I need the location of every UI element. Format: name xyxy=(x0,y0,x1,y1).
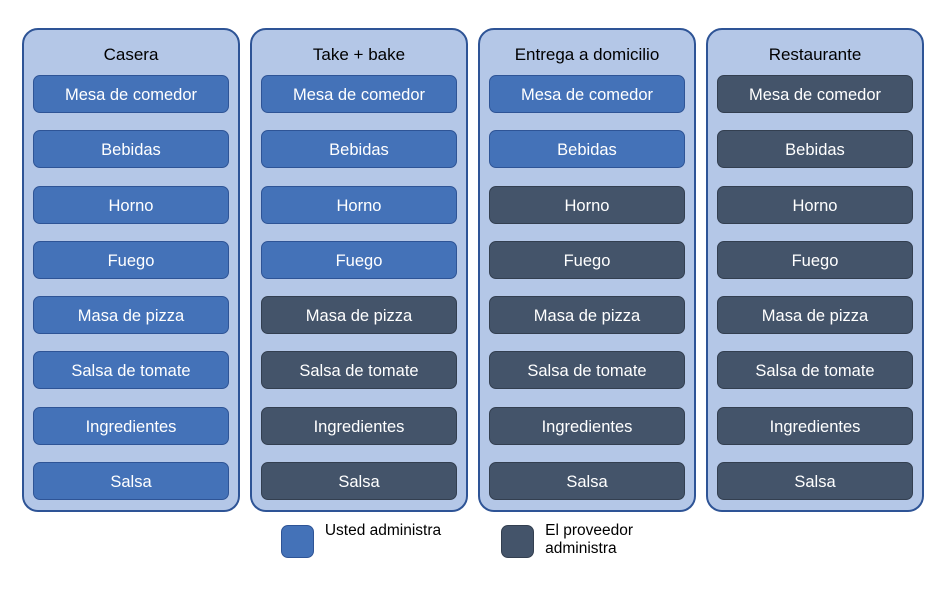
stack-layer-cell: Bebidas xyxy=(489,130,685,169)
stack-layer-cell: Mesa de comedor xyxy=(717,75,913,113)
panel-title: Take + bake xyxy=(312,45,406,64)
legend-label: Usted administra xyxy=(324,522,442,539)
stack-layer-cell: Masa de pizza xyxy=(33,296,229,335)
stack-layer-cell: Ingredientes xyxy=(33,406,229,445)
stack-layer-cell: Horno xyxy=(717,185,913,224)
stack-layer-cell: Fuego xyxy=(717,240,913,279)
stack-layer-cell: Fuego xyxy=(33,240,229,279)
stack-layer-cell: Ingredientes xyxy=(261,406,457,445)
stack-layer-cell: Mesa de comedor xyxy=(33,75,229,113)
stack-layer-cell: Salsa de tomate xyxy=(717,351,913,390)
stack-layer-cell: Salsa xyxy=(261,461,457,500)
stack-layer-cell: Bebidas xyxy=(33,130,229,169)
stack-layer-cell: Ingredientes xyxy=(489,406,685,445)
stack-layer-cell: Fuego xyxy=(489,240,685,279)
legend-swatch-icon xyxy=(501,525,535,558)
stack-layer-cell: Ingredientes xyxy=(717,406,913,445)
stack-layer-cell: Masa de pizza xyxy=(489,296,685,335)
panel-title: Restaurante xyxy=(768,45,862,64)
stack-layer-cell: Fuego xyxy=(261,240,457,279)
stack-layer-cell: Salsa xyxy=(33,461,229,500)
stack-layer-cell: Horno xyxy=(261,185,457,224)
panel-title: Casera xyxy=(103,45,159,64)
stack-layer-cell: Horno xyxy=(33,185,229,224)
stack-layer-cell: Masa de pizza xyxy=(717,296,913,335)
stack-layer-cell: Salsa xyxy=(717,461,913,500)
legend-item: El proveedor administra xyxy=(501,522,665,558)
panel-title: Entrega a domicilio xyxy=(514,45,660,64)
stack-layer-cell: Bebidas xyxy=(261,130,457,169)
stack-layer-cell: Salsa de tomate xyxy=(33,351,229,390)
stack-layer-cell: Mesa de comedor xyxy=(489,75,685,113)
legend-item: Usted administra xyxy=(280,522,442,558)
stack-layer-cell: Bebidas xyxy=(717,130,913,169)
stack-layer-cell: Salsa xyxy=(489,461,685,500)
legend-label: El proveedor administra xyxy=(545,522,634,557)
stack-layer-cell: Masa de pizza xyxy=(261,296,457,335)
stack-layer-cell: Mesa de comedor xyxy=(261,75,457,113)
legend-swatch-icon xyxy=(280,525,314,558)
stack-layer-cell: Salsa de tomate xyxy=(489,351,685,390)
legend: Usted administra El proveedor administra xyxy=(0,522,946,580)
stack-layer-cell: Horno xyxy=(489,185,685,224)
stack-layer-cell: Salsa de tomate xyxy=(261,351,457,390)
